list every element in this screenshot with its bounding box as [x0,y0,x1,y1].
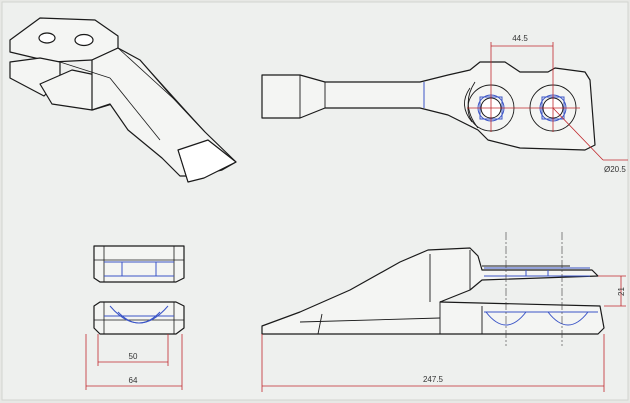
dimension-outer-width-label: 64 [129,376,138,385]
dimension-hole-spacing-label: 44.5 [512,34,528,43]
dimension-hole-diameter-label: Ø20.5 [604,165,626,174]
side-view-centerlines [505,232,563,346]
dimension-inner-width-label: 50 [129,352,138,361]
side-view-hidden-lines [484,267,598,326]
dimension-overall-length [261,334,605,392]
end-view-details [94,246,184,334]
end-view-outline [93,245,185,335]
dimension-hole-spacing [467,42,628,161]
end-view-hidden-lines [104,261,174,324]
dimension-ear-thickness-label: 21 [617,287,626,296]
dimension-ear-thickness [598,275,626,307]
isometric-edges [59,47,206,183]
dimension-overall-length-label: 247.5 [423,375,444,384]
top-view-outline [261,61,596,151]
isometric-view [9,17,237,183]
side-view-details [299,250,570,335]
dimension-widths [85,334,183,390]
